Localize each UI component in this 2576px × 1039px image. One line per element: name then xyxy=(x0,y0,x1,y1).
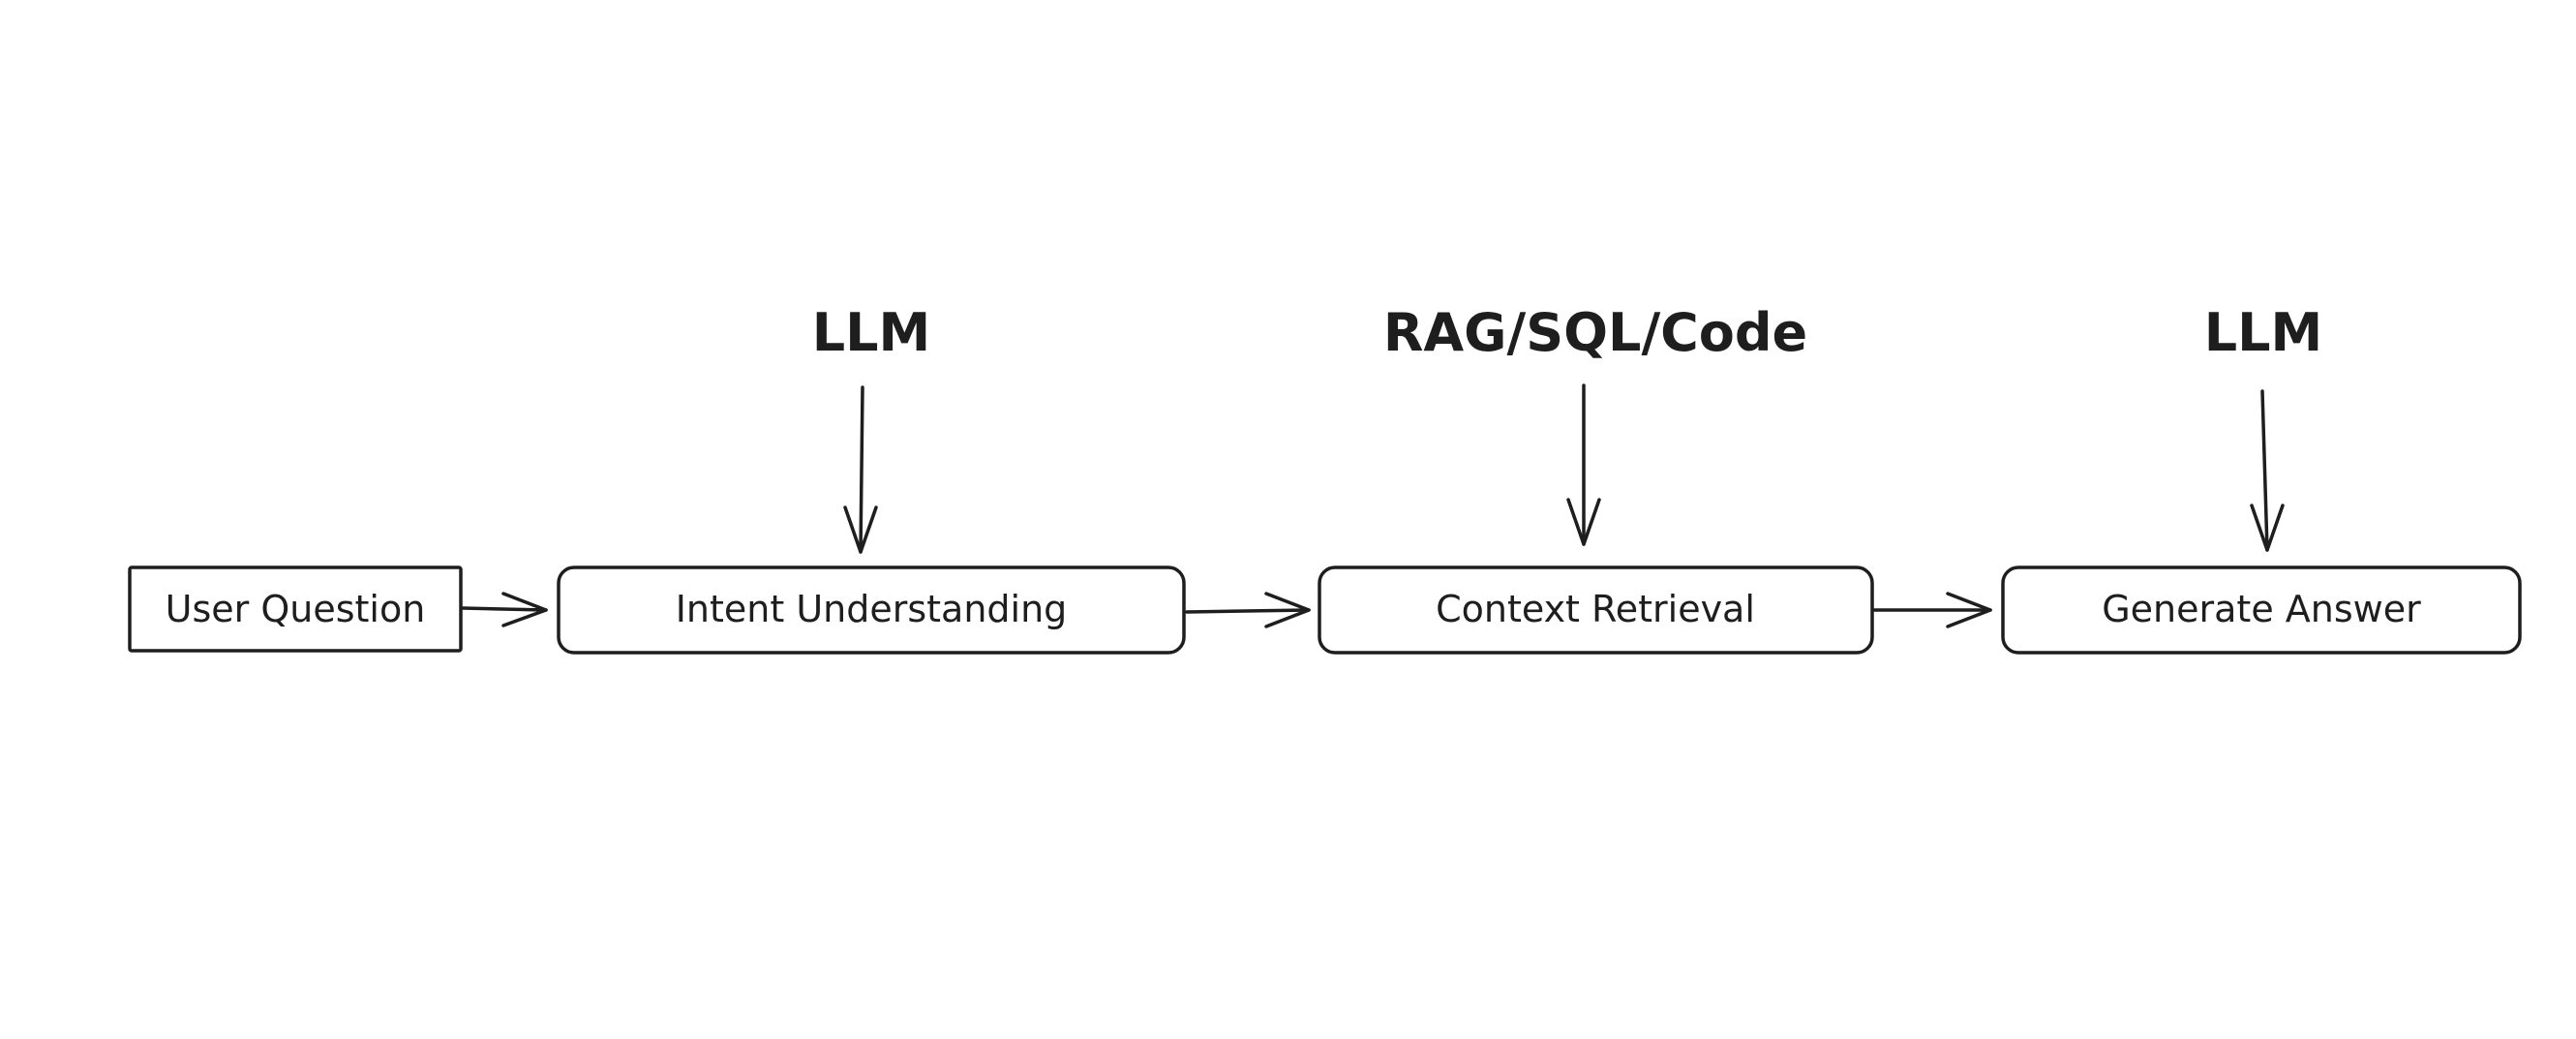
context-retrieval-label: Context Retrieval xyxy=(1436,588,1755,630)
context-retrieval-node: Context Retrieval xyxy=(1318,565,1874,655)
generate-answer-node: Generate Answer xyxy=(2001,565,2522,655)
generate-answer-label: Generate Answer xyxy=(2102,588,2421,630)
intent-understanding-label: Intent Understanding xyxy=(676,588,1068,630)
intent-to-retrieval-arrow xyxy=(1185,592,1311,628)
answer-source-arrow xyxy=(2250,389,2285,552)
retrieval-source-label: RAG/SQL/Code xyxy=(1383,302,1807,363)
user-question-label: User Question xyxy=(166,588,426,630)
user-question-node: User Question xyxy=(128,565,463,653)
question-to-intent-arrow xyxy=(461,592,548,627)
intent-understanding-node: Intent Understanding xyxy=(557,565,1186,655)
retrieval-to-answer-arrow xyxy=(1872,592,1992,628)
retrieval-source-arrow xyxy=(1566,383,1601,546)
intent-source-label: LLM xyxy=(812,302,931,363)
intent-source-arrow xyxy=(843,385,878,554)
answer-source-label: LLM xyxy=(2204,302,2323,363)
